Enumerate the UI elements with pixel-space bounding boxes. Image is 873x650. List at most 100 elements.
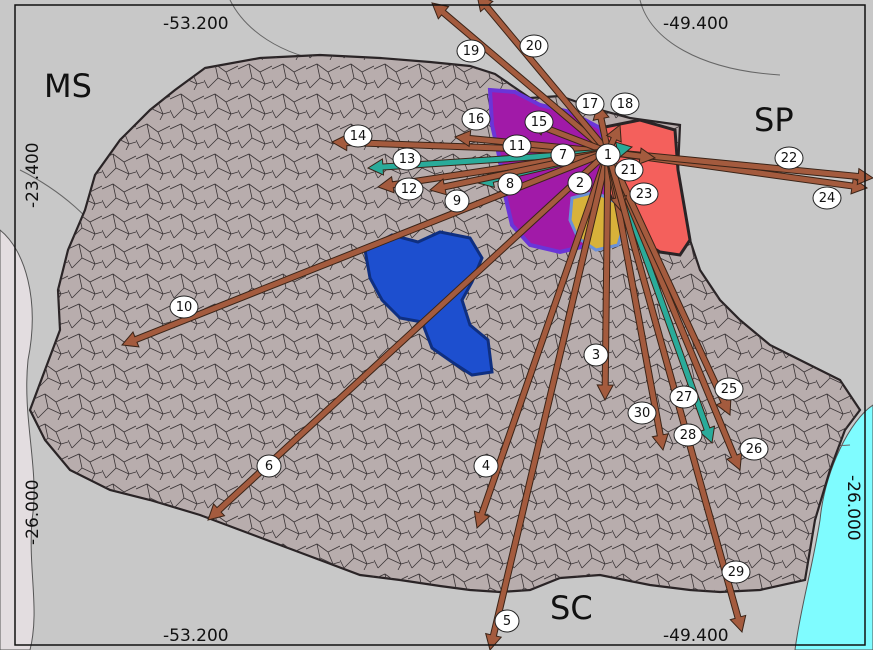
flow-badge-circle <box>669 385 699 409</box>
flow-badge-label: 3 <box>592 348 600 363</box>
flow-badge-label: 25 <box>721 382 738 397</box>
flow-badge-label: 28 <box>680 428 697 443</box>
flow-badge-label: 8 <box>506 177 514 192</box>
flow-badge-label: 18 <box>617 97 634 112</box>
flow-badge-circle <box>721 560 751 584</box>
flow-badge-circle <box>461 107 491 131</box>
flow-badge-label: 19 <box>463 44 480 59</box>
flow-badge: 25 <box>714 377 744 401</box>
flow-badge: 27 <box>669 385 699 409</box>
flow-badge: 15 <box>524 110 554 134</box>
flow-badge-label: 15 <box>531 115 548 130</box>
frame-label-right-lower: -26.000 <box>843 475 863 541</box>
flow-badge-label: 14 <box>350 129 367 144</box>
flow-badge-circle <box>575 92 605 116</box>
flow-arrow-19 <box>485 150 612 650</box>
frame-label-left-lower: -26.000 <box>23 479 43 545</box>
frame-label-bottom-right: -49.400 <box>663 626 729 646</box>
flow-badge: 30 <box>627 401 657 425</box>
flow-arrows <box>121 0 873 650</box>
flow-badge: 2 <box>567 171 593 195</box>
flow-badge-circle <box>614 158 644 182</box>
flow-badge: 29 <box>721 560 751 584</box>
flow-badge-label: 27 <box>676 390 693 405</box>
flow-badge-label: 9 <box>453 194 461 209</box>
flow-badge-label: 23 <box>636 187 653 202</box>
state-label-sc: SC <box>550 589 593 627</box>
flow-badge-circle <box>739 437 769 461</box>
flow-badge-circle <box>169 295 199 319</box>
flow-badge-circle <box>595 143 621 167</box>
flow-arrow-16 <box>121 148 610 348</box>
flow-badge: 19 <box>456 39 486 63</box>
frame-label-top-left: -53.200 <box>163 14 229 34</box>
flow-badge-label: 7 <box>559 148 567 163</box>
flow-badge: 21 <box>614 158 644 182</box>
flow-badge: 9 <box>444 189 470 213</box>
flow-badge: 16 <box>461 107 491 131</box>
flow-badge: 4 <box>473 454 499 478</box>
flow-badge-circle <box>502 134 532 158</box>
flow-badge-circle <box>629 182 659 206</box>
flow-badge: 20 <box>519 34 549 58</box>
flow-badge-label: 1 <box>604 148 612 163</box>
flow-badge-circle <box>583 343 609 367</box>
frame-label-bottom-left: -53.200 <box>163 626 229 646</box>
flow-badge-label: 26 <box>746 442 763 457</box>
flow-badge: 7 <box>550 143 576 167</box>
flow-badge-circle <box>497 172 523 196</box>
state-label-ms: MS <box>44 67 92 105</box>
flow-badge-circle <box>473 454 499 478</box>
flow-badge-circle <box>444 189 470 213</box>
region-yellow <box>568 190 627 252</box>
flow-badge-label: 16 <box>468 112 485 127</box>
flow-badge: 12 <box>394 177 424 201</box>
flow-badge-label: 13 <box>399 152 416 167</box>
flow-badge-circle <box>343 124 373 148</box>
frame-label-top-right: -49.400 <box>663 14 729 34</box>
flow-badge-label: 2 <box>576 176 584 191</box>
flow-badge-circle <box>456 39 486 63</box>
flow-badge-circle <box>567 171 593 195</box>
flow-badge-circle <box>394 177 424 201</box>
flow-badge-circle <box>812 186 842 210</box>
flow-arrow-17 <box>207 149 611 521</box>
flow-badge-circle <box>550 143 576 167</box>
flow-badge: 13 <box>392 147 422 171</box>
flow-badge-label: 12 <box>401 182 418 197</box>
flow-badge-label: 21 <box>621 163 638 178</box>
sea <box>794 404 873 650</box>
flow-badge-circle <box>519 34 549 58</box>
flow-arrow-20 <box>596 151 615 402</box>
neighbor-borders <box>19 0 851 447</box>
flow-badge: 5 <box>494 609 520 633</box>
state-label-sp: SP <box>754 101 794 139</box>
flow-badge-label: 11 <box>509 139 526 154</box>
flow-badge: 14 <box>343 124 373 148</box>
flow-arrow-4 <box>607 148 873 186</box>
flow-badge-label: 29 <box>728 565 745 580</box>
flow-badge-circle <box>610 92 640 116</box>
flow-badge-label: 30 <box>634 406 651 421</box>
flow-arrow-2 <box>477 0 612 155</box>
flow-badge: 28 <box>673 423 703 447</box>
flow-arrow-18 <box>473 150 612 530</box>
foreign-territory <box>0 229 35 650</box>
flow-badge: 23 <box>629 182 659 206</box>
flow-badge: 11 <box>502 134 532 158</box>
flow-badge: 17 <box>575 92 605 116</box>
flow-badge-circle <box>774 146 804 170</box>
flow-badge-label: 20 <box>526 39 543 54</box>
flow-badge: 10 <box>169 295 199 319</box>
flow-badge: 24 <box>812 186 842 210</box>
flow-badge: 1 <box>595 143 621 167</box>
flow-badge: 8 <box>497 172 523 196</box>
flow-badge-circle <box>494 609 520 633</box>
flow-badge: 22 <box>774 146 804 170</box>
flow-badge-circle <box>673 423 703 447</box>
flow-badge-label: 17 <box>582 97 599 112</box>
frame-label-left-upper: -23.400 <box>23 142 43 208</box>
flow-badge-label: 22 <box>781 151 798 166</box>
